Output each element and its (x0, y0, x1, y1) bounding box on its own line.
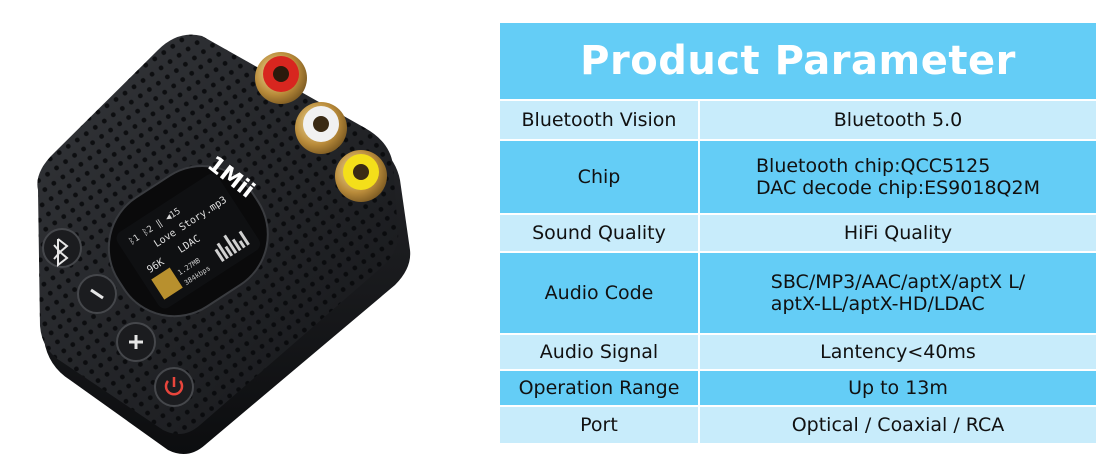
ldac-badge (151, 267, 183, 300)
volume-down-button[interactable] (77, 274, 117, 314)
row-label: Operation Range (500, 371, 700, 405)
product-parameter-table: Product Parameter Bluetooth Vision Bluet… (500, 23, 1096, 443)
row-value: Up to 13m (700, 371, 1096, 405)
row-value: Bluetooth 5.0 (700, 101, 1096, 139)
bluetooth-icon (53, 238, 69, 268)
table-row: Audio Code SBC/MP3/AAC/aptX/aptX L/ aptX… (500, 253, 1096, 333)
table-row: Bluetooth Vision Bluetooth 5.0 (500, 101, 1096, 139)
product-image: ᛒ1 ᛒ2 ‖ ◀15 Love Story.mp3 96K LDAC 1.27… (0, 0, 480, 467)
bluetooth-button[interactable] (42, 228, 82, 268)
row-label: Port (500, 407, 700, 443)
value-line: Optical / Coaxial / RCA (791, 414, 1005, 436)
plus-icon (129, 335, 143, 349)
rca-jack-red (255, 52, 307, 104)
volume-up-button[interactable] (116, 322, 156, 362)
row-label: Sound Quality (500, 215, 700, 251)
row-value: Lantency<40ms (700, 335, 1096, 369)
rca-jack-white (295, 102, 347, 154)
table-row: Port Optical / Coaxial / RCA (500, 407, 1096, 443)
minus-icon (90, 288, 104, 300)
row-label: Bluetooth Vision (500, 101, 700, 139)
power-icon (164, 377, 184, 396)
table-title: Product Parameter (500, 23, 1096, 99)
oled-screen (116, 173, 261, 309)
row-value: Optical / Coaxial / RCA (700, 407, 1096, 443)
spectrum-bars (214, 230, 250, 263)
table-row: Sound Quality HiFi Quality (500, 215, 1096, 251)
value-line: Up to 13m (848, 377, 948, 399)
row-value: HiFi Quality (700, 215, 1096, 251)
value-line: DAC decode chip:ES9018Q2M (756, 177, 1040, 199)
table-row: Chip Bluetooth chip:QCC5125 DAC decode c… (500, 141, 1096, 213)
row-label: Audio Signal (500, 335, 700, 369)
value-line: Bluetooth 5.0 (833, 109, 963, 131)
value-line: SBC/MP3/AAC/aptX/aptX L/ (770, 271, 1026, 293)
value-line: Bluetooth chip:QCC5125 (756, 155, 991, 177)
table-row: Operation Range Up to 13m (500, 371, 1096, 405)
table-row: Audio Signal Lantency<40ms (500, 335, 1096, 369)
row-value: SBC/MP3/AAC/aptX/aptX L/ aptX-LL/aptX-HD… (700, 253, 1096, 333)
value-line: aptX-LL/aptX-HD/LDAC (770, 293, 985, 315)
value-line: HiFi Quality (843, 222, 953, 244)
row-label: Chip (500, 141, 700, 213)
rca-jack-yellow (335, 150, 387, 202)
row-value: Bluetooth chip:QCC5125 DAC decode chip:E… (700, 141, 1096, 213)
row-label: Audio Code (500, 253, 700, 333)
bluetooth-receiver-device: ᛒ1 ᛒ2 ‖ ◀15 Love Story.mp3 96K LDAC 1.27… (37, 34, 411, 454)
value-line: Lantency<40ms (820, 341, 976, 363)
power-button[interactable] (154, 367, 194, 407)
